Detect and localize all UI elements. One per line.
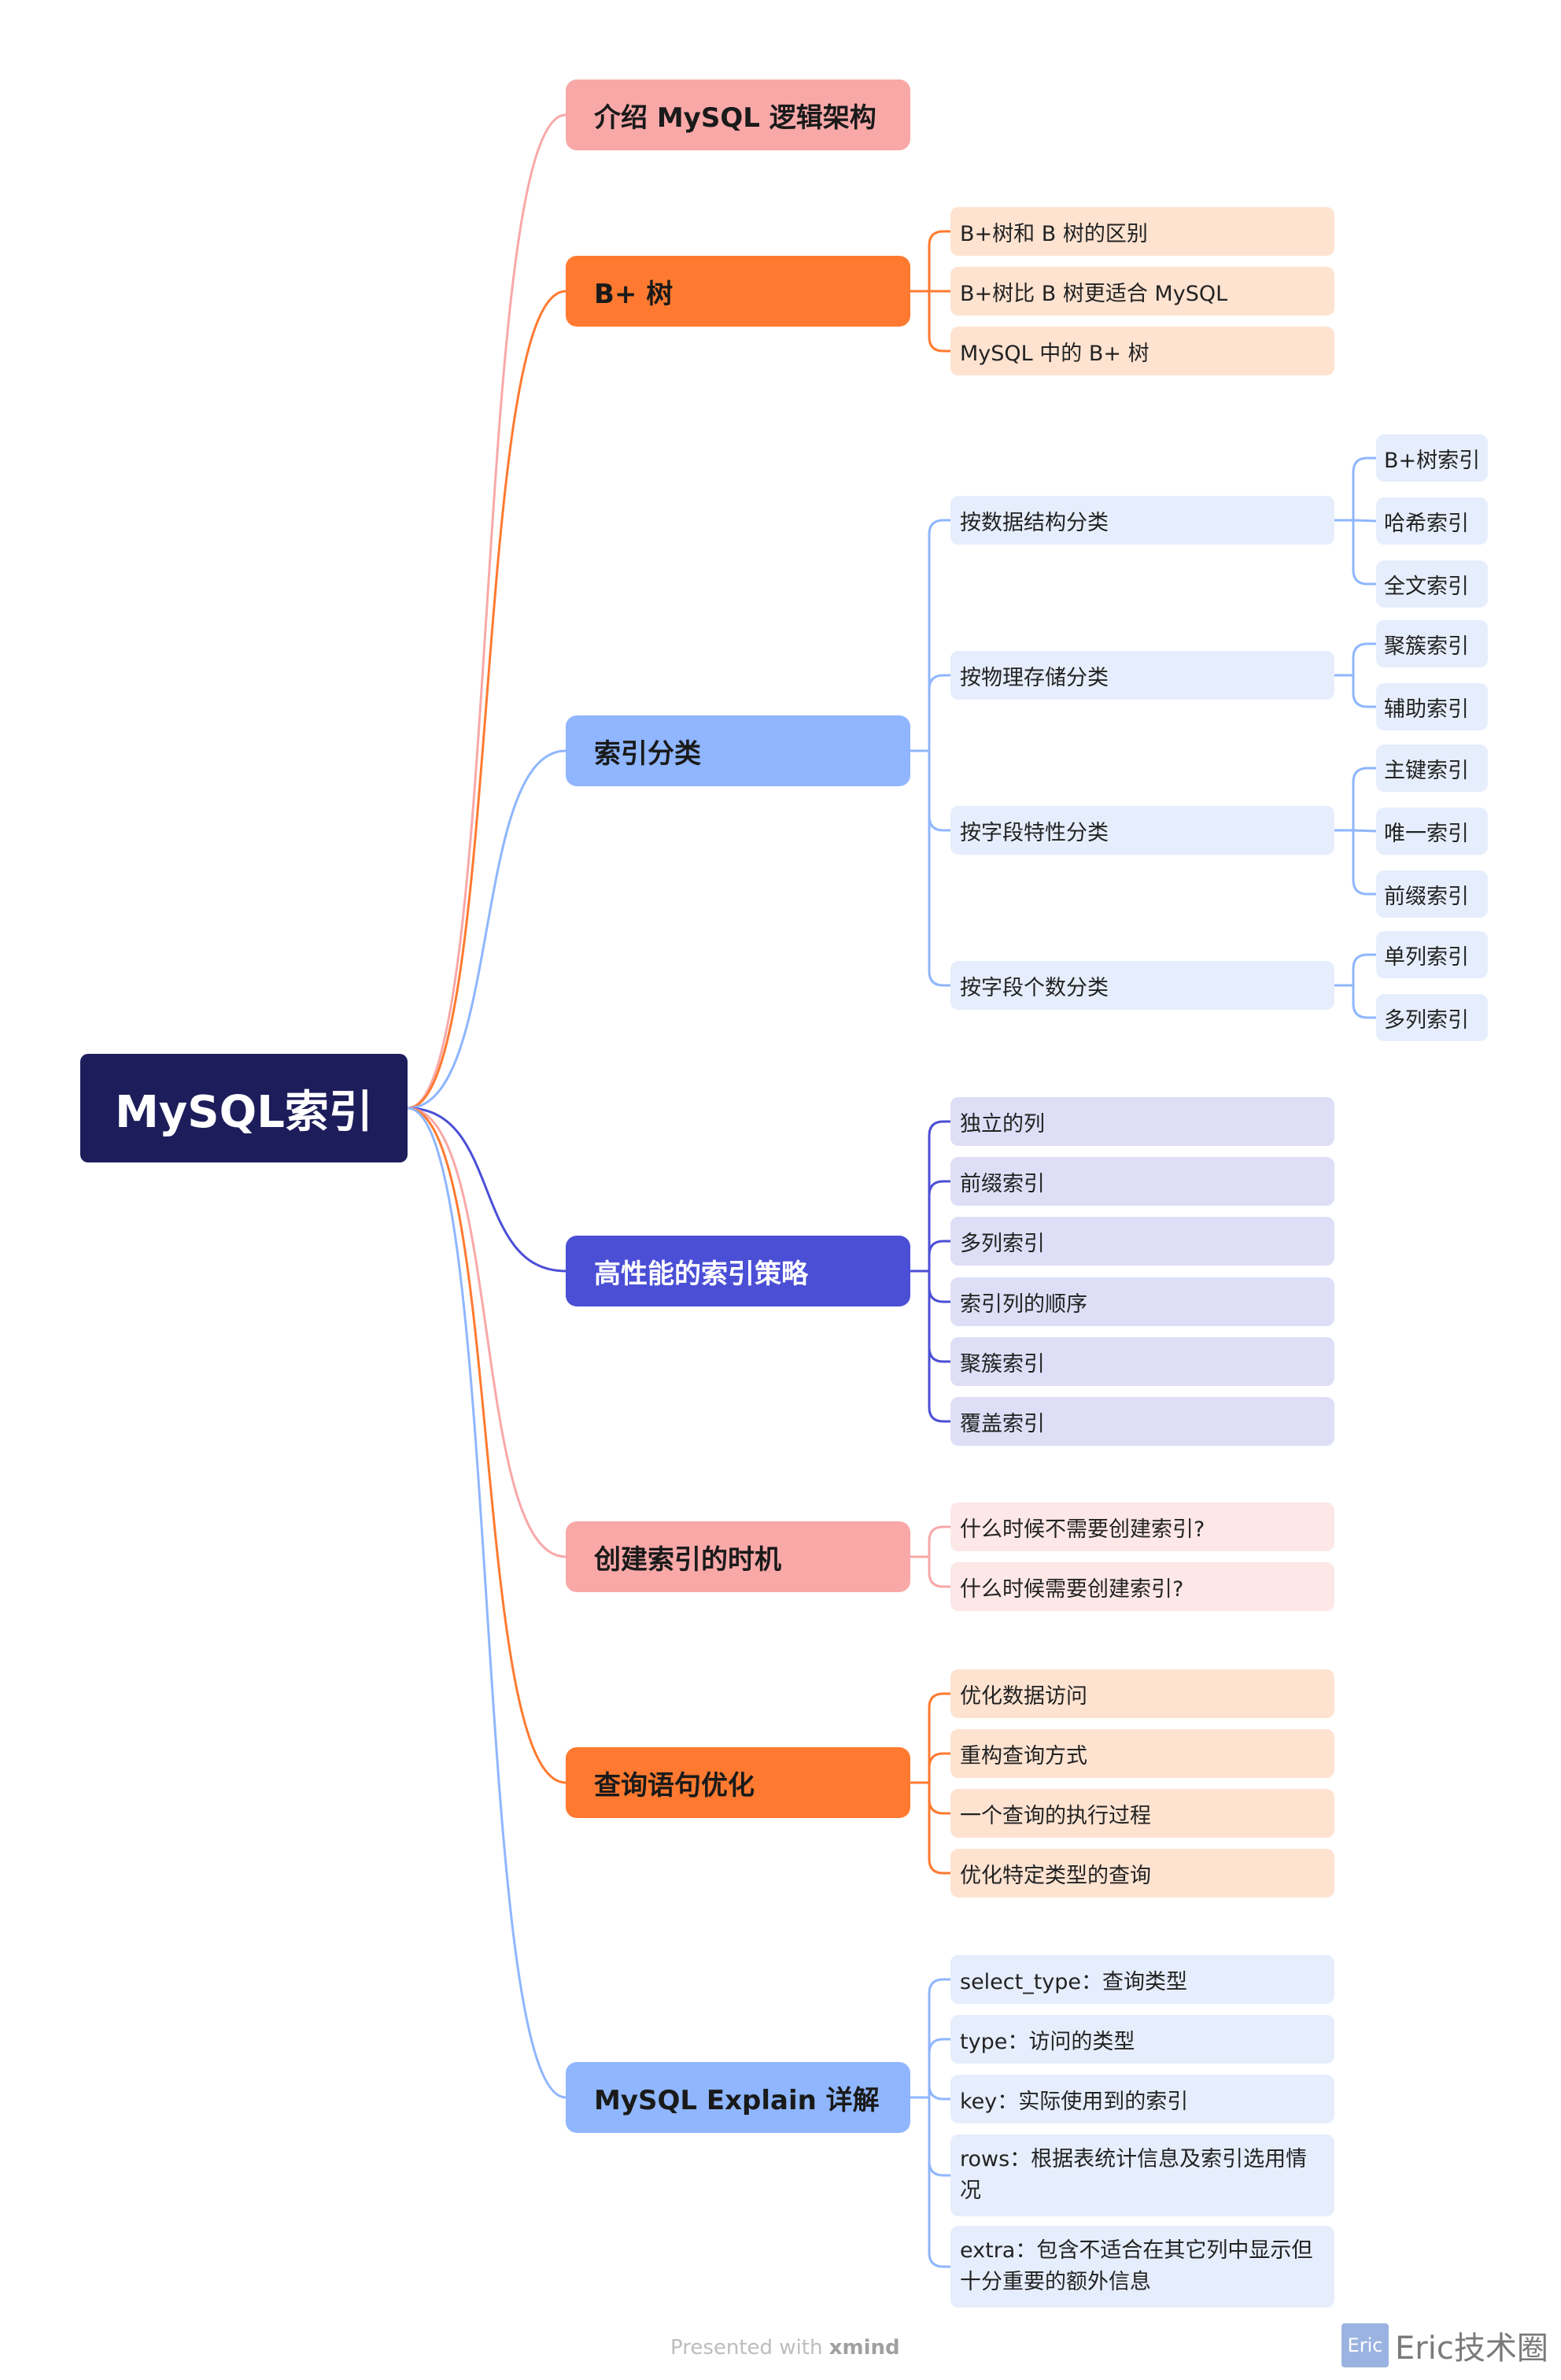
presented-with-footer: Presented with xmind [670,2336,900,2360]
subtopic[interactable]: 按字段个数分类 [950,961,1334,1010]
subtopic[interactable]: 按字段特性分类 [950,806,1334,855]
watermark: Eric Eric技术圈 [1341,2320,1554,2371]
connector [407,749,566,1110]
connector [1334,674,1376,708]
connector [910,1120,950,1273]
connector [1334,767,1376,832]
subtopic[interactable]: 前缀索引 [950,1157,1334,1206]
subtopic[interactable]: 一个查询的执行过程 [950,1789,1334,1838]
watermark-badge: Eric [1341,2323,1389,2367]
topic-mysql-explain[interactable]: MySQL Explain 详解 [566,2062,910,2133]
subtopic[interactable]: B+树和 B 树的区别 [950,207,1334,256]
connector [910,749,950,987]
subtopic[interactable]: select_type：查询类型 [950,1955,1334,2004]
subtopic[interactable]: extra：包含不适合在其它列中显示但十分重要的额外信息 [950,2226,1334,2308]
leaf-topic[interactable]: 多列索引 [1376,994,1488,1041]
leaf-topic[interactable]: 全文索引 [1376,560,1488,608]
connector [910,1555,950,1588]
connector [910,290,950,353]
connector [1334,829,1376,896]
connector [910,1180,950,1273]
subtopic[interactable]: 什么时候需要创建索引? [950,1562,1334,1611]
connector [910,1781,950,1875]
leaf-topic[interactable]: 主键索引 [1376,745,1488,792]
connector [1334,519,1376,586]
connector [910,2038,950,2099]
leaf-topic[interactable]: 辅助索引 [1376,683,1488,730]
connector [407,113,566,1110]
topic-mysql-architecture[interactable]: 介绍 MySQL 逻辑架构 [566,79,910,150]
connector [910,2084,950,2101]
watermark-text: Eric技术圈 [1395,2330,1548,2367]
subtopic[interactable]: rows：根据表统计信息及索引选用情况 [950,2134,1334,2216]
subtopic[interactable]: 什么时候不需要创建索引? [950,1502,1334,1551]
connector [1334,642,1376,677]
connector [910,2096,950,2268]
connector [1334,984,1376,1019]
leaf-topic[interactable]: 前缀索引 [1376,870,1488,918]
connector [910,230,950,293]
connector [407,1107,566,1273]
leaf-topic[interactable]: 聚簇索引 [1376,620,1488,667]
subtopic[interactable]: 索引列的顺序 [950,1277,1334,1326]
leaf-topic[interactable]: B+树索引 [1376,434,1488,482]
connector [910,674,950,752]
leaf-topic[interactable]: 单列索引 [1376,931,1488,978]
connector [910,1269,950,1423]
connector [1334,456,1376,522]
connector [910,1752,950,1784]
subtopic[interactable]: 按数据结构分类 [950,496,1334,545]
subtopic[interactable]: type：访问的类型 [950,2015,1334,2064]
subtopic[interactable]: 优化特定类型的查询 [950,1849,1334,1898]
subtopic[interactable]: 优化数据访问 [950,1669,1334,1718]
topic-when-to-create-index[interactable]: 创建索引的时机 [566,1521,910,1592]
subtopic[interactable]: 重构查询方式 [950,1729,1334,1778]
topic-high-performance-strategy[interactable]: 高性能的索引策略 [566,1236,910,1306]
connector [1334,953,1376,987]
connector [910,519,950,752]
subtopic[interactable]: B+树比 B 树更适合 MySQL [950,267,1334,316]
subtopic[interactable]: 聚簇索引 [950,1337,1334,1386]
root-topic[interactable]: MySQL索引 [80,1054,408,1162]
xmind-brand: xmind [828,2336,900,2360]
connector [910,1692,950,1784]
leaf-topic[interactable]: 哈希索引 [1376,497,1488,545]
topic-query-optimization[interactable]: 查询语句优化 [566,1747,910,1818]
subtopic[interactable]: 多列索引 [950,1217,1334,1266]
connector [407,1107,566,1558]
connector [910,1978,950,2099]
footer-prefix: Presented with [670,2336,823,2360]
subtopic[interactable]: key：实际使用到的索引 [950,2075,1334,2123]
connector [407,1107,566,2099]
leaf-topic[interactable]: 唯一索引 [1376,808,1488,855]
connector [910,1525,950,1558]
topic-index-classification[interactable]: 索引分类 [566,715,910,786]
subtopic[interactable]: 覆盖索引 [950,1397,1334,1446]
connector [407,290,566,1110]
topic-bplus-tree[interactable]: B+ 树 [566,256,910,327]
subtopic[interactable]: 独立的列 [950,1097,1334,1146]
subtopic[interactable]: MySQL 中的 B+ 树 [950,327,1334,375]
connector [910,1240,950,1273]
subtopic[interactable]: 按物理存储分类 [950,651,1334,700]
connector [407,1107,566,1784]
